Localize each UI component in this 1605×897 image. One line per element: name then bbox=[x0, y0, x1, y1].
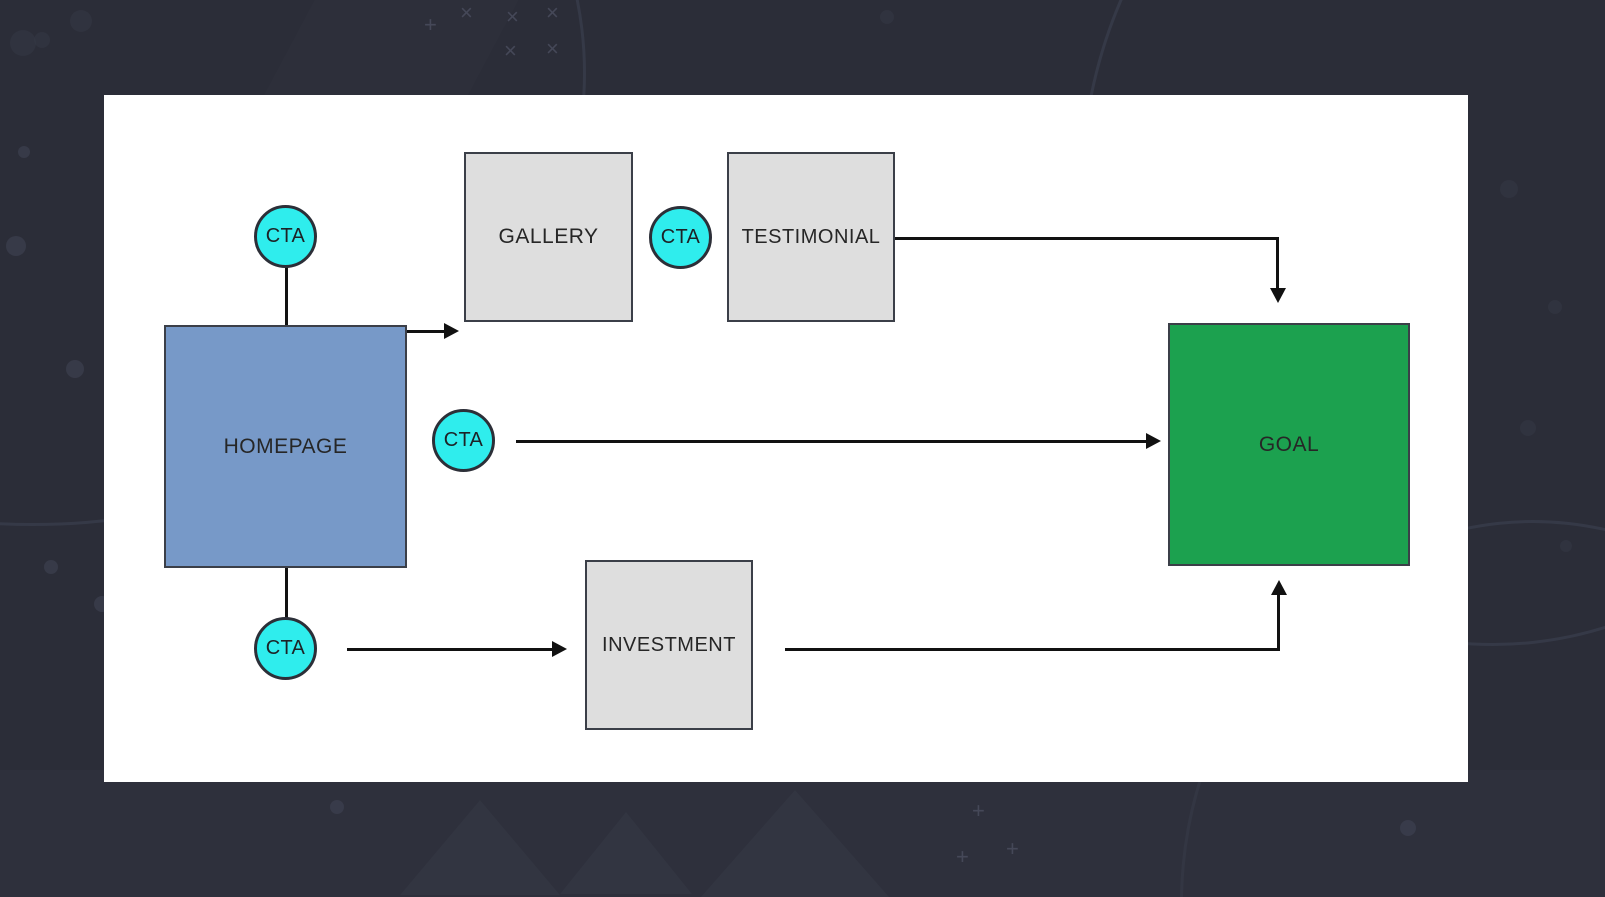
connector-testimonial-to-goal-vertical bbox=[1276, 237, 1279, 291]
background-blob-1 bbox=[10, 30, 36, 56]
cta-gallery-testimonial-label: CTA bbox=[660, 226, 701, 248]
diagram-canvas: HOMEPAGE GALLERY TESTIMONIAL INVESTMENT … bbox=[104, 95, 1468, 782]
background-dot-2 bbox=[6, 236, 26, 256]
cta-top[interactable]: CTA bbox=[254, 205, 317, 268]
cta-bottom[interactable]: CTA bbox=[254, 617, 317, 680]
node-gallery[interactable]: GALLERY bbox=[464, 152, 633, 322]
background-cross-3: × bbox=[506, 4, 519, 29]
background-dot-1 bbox=[18, 146, 30, 158]
background-cross-7: + bbox=[972, 798, 985, 823]
cta-middle[interactable]: CTA bbox=[432, 409, 495, 472]
cta-bottom-label: CTA bbox=[265, 637, 306, 659]
arrowhead-into-goal-left bbox=[1146, 433, 1161, 449]
background-cross-9: + bbox=[1006, 836, 1019, 861]
node-testimonial-label: TESTIMONIAL bbox=[741, 225, 881, 248]
background-cross-8: + bbox=[956, 844, 969, 869]
background-blob-8 bbox=[880, 10, 894, 24]
background-dot-8 bbox=[44, 560, 58, 574]
connector-cta-bottom-to-investment bbox=[347, 648, 560, 651]
background-blob-7 bbox=[1560, 540, 1572, 552]
background-blob-2 bbox=[70, 10, 92, 32]
arrowhead-to-investment bbox=[552, 641, 567, 657]
connector-homepage-to-cta-bottom bbox=[285, 568, 288, 620]
background-cross-4: × bbox=[546, 0, 559, 25]
background-dot-14 bbox=[330, 800, 344, 814]
node-testimonial[interactable]: TESTIMONIAL bbox=[727, 152, 895, 322]
background-cross-6: × bbox=[546, 36, 559, 61]
node-homepage-label: HOMEPAGE bbox=[223, 434, 348, 458]
background-cross-5: × bbox=[504, 38, 517, 63]
cta-gallery-testimonial[interactable]: CTA bbox=[649, 206, 712, 269]
node-homepage[interactable]: HOMEPAGE bbox=[164, 325, 407, 568]
connector-testimonial-to-goal-horizontal bbox=[894, 237, 1279, 240]
connector-cta-middle-to-goal bbox=[516, 440, 1146, 443]
background-blob-3 bbox=[34, 32, 50, 48]
node-gallery-label: GALLERY bbox=[498, 225, 599, 248]
background-triangle-2 bbox=[560, 812, 692, 894]
cta-top-label: CTA bbox=[265, 225, 306, 247]
cta-middle-label: CTA bbox=[443, 429, 484, 451]
background-blob-6 bbox=[1520, 420, 1536, 436]
background-triangle-3 bbox=[700, 790, 890, 897]
node-goal-label: GOAL bbox=[1258, 432, 1320, 456]
node-investment-label: INVESTMENT bbox=[602, 633, 736, 656]
arrowhead-into-goal-top bbox=[1270, 288, 1286, 303]
background-blob-4 bbox=[1500, 180, 1518, 198]
connector-investment-to-goal-horizontal bbox=[785, 648, 1280, 651]
background-cross-2: × bbox=[460, 0, 473, 25]
node-goal[interactable]: GOAL bbox=[1168, 323, 1410, 566]
background-dot-3 bbox=[66, 360, 84, 378]
arrowhead-to-gallery bbox=[444, 323, 459, 339]
connector-cta-top-to-homepage bbox=[285, 267, 288, 327]
connector-investment-to-goal-vertical bbox=[1277, 592, 1280, 651]
background-triangle-1 bbox=[400, 800, 560, 895]
background-dot-13 bbox=[1400, 820, 1416, 836]
background-blob-5 bbox=[1548, 300, 1562, 314]
arrowhead-into-goal-bottom bbox=[1271, 580, 1287, 595]
node-investment[interactable]: INVESTMENT bbox=[585, 560, 753, 730]
background-cross-1: + bbox=[424, 12, 437, 37]
